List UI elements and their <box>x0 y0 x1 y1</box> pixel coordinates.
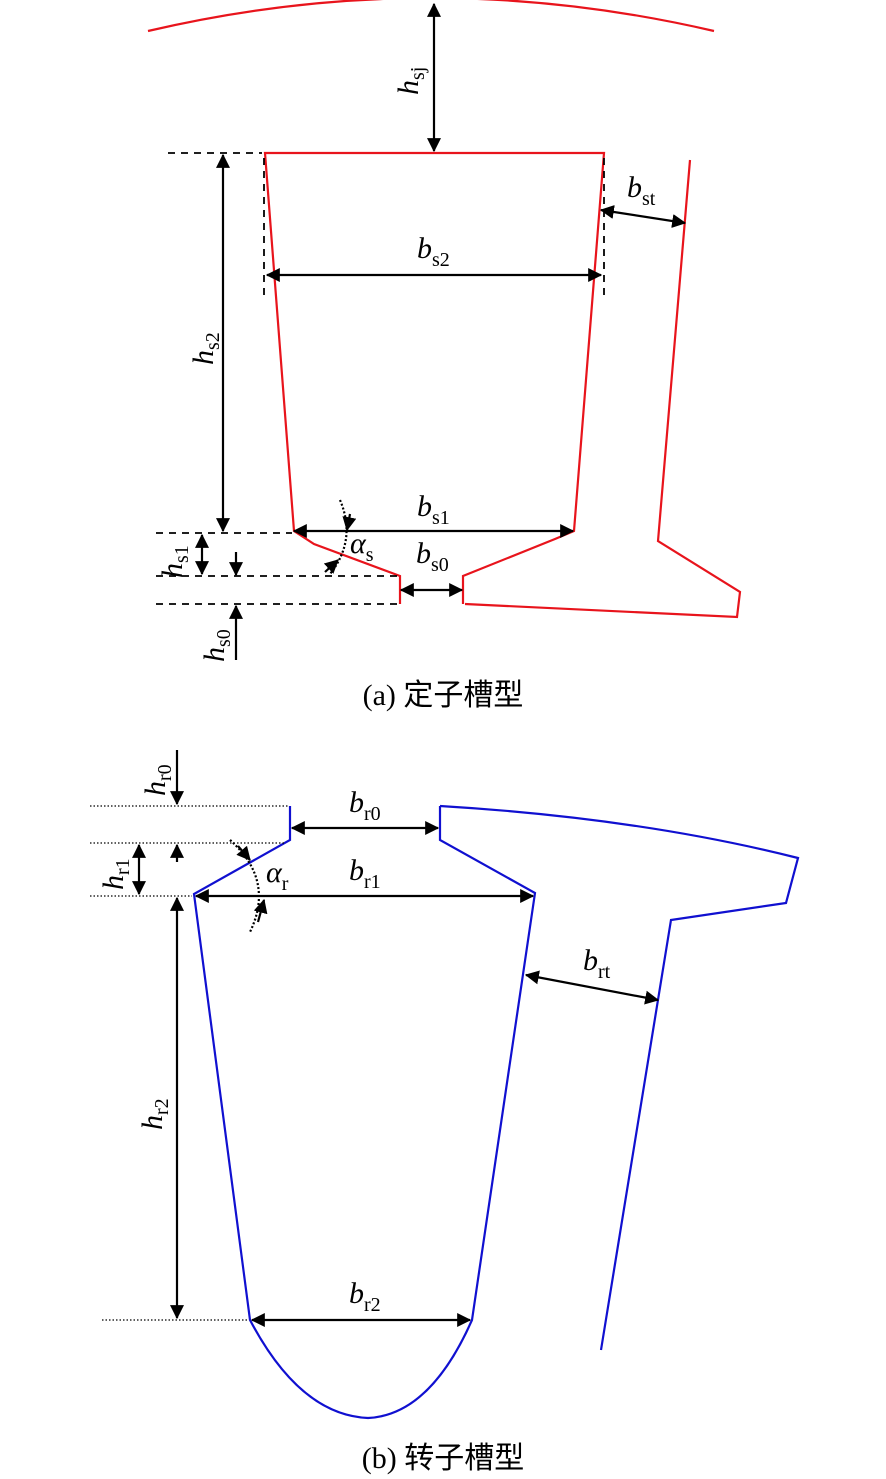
stator-caption: (a) 定子槽型 <box>363 679 524 712</box>
label-hs0: hs0 <box>198 629 235 662</box>
label-br1: br1 <box>349 854 381 893</box>
stator-slot-outline <box>263 151 606 604</box>
label-hr0: hr0 <box>139 764 176 796</box>
stator-slot-figure: hsj bst bs2 hs2 bs1 αs hs1 bs0 hs0 (a) 定… <box>147 0 742 712</box>
bst-dimension-arrow <box>599 205 687 228</box>
label-alpha-s: αs <box>350 527 374 566</box>
label-hr1: hr1 <box>97 858 134 890</box>
label-bs2: bs2 <box>417 232 450 271</box>
label-hr2: hr2 <box>136 1098 173 1130</box>
label-brt: brt <box>583 944 611 983</box>
stator-tooth-outline <box>464 159 742 619</box>
rotor-slot-figure: hr0 br0 hr1 αr br1 brt hr2 br2 (b) 转子槽型 <box>90 750 800 1475</box>
alpha-s-angle-arc <box>329 499 348 575</box>
alpha-s-arrow-top <box>342 513 357 532</box>
rotor-tooth-outline <box>439 804 800 1351</box>
label-hsj: hsj <box>392 67 429 95</box>
label-br2: br2 <box>349 1277 381 1316</box>
rotor-caption: (b) 转子槽型 <box>362 1442 524 1475</box>
alpha-s-arrow-bottom <box>323 559 339 574</box>
alpha-r-arrow-top <box>236 845 251 861</box>
label-alpha-r: αr <box>266 856 289 895</box>
rotor-slot-outline <box>192 806 537 1420</box>
label-br0: br0 <box>349 786 381 825</box>
label-hs1: hs1 <box>156 545 193 578</box>
brt-dimension-arrow <box>524 970 660 1005</box>
label-bs1: bs1 <box>417 490 450 529</box>
label-bst: bst <box>627 171 656 210</box>
label-bs0: bs0 <box>416 537 449 576</box>
stator-yoke-arc <box>147 0 715 33</box>
alpha-r-arrow-bottom <box>253 898 268 923</box>
label-hs2: hs2 <box>187 332 224 365</box>
